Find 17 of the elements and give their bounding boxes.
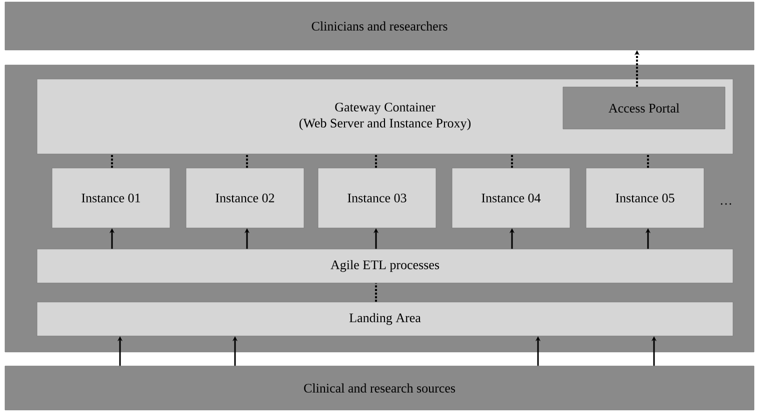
connector-line (511, 154, 513, 168)
connector-line (375, 154, 377, 168)
layer-band: Clinical and research sources (4, 366, 754, 410)
instance-box: Instance 01 (52, 168, 170, 228)
ellipsis-text: … (720, 203, 732, 205)
connector-line (375, 283, 377, 302)
connector-line (647, 154, 649, 168)
layer-band: Clinicians and researchers (4, 2, 754, 50)
connector-line (111, 154, 113, 168)
portal-box: Access Portal (562, 86, 726, 130)
instance-box: Instance 04 (452, 168, 570, 228)
instance-box: Instance 03 (318, 168, 436, 228)
instance-box: Instance 02 (186, 168, 304, 228)
connector-line (246, 154, 248, 168)
storage-band: Landing Area (36, 302, 734, 336)
process-band: Agile ETL processes (36, 248, 734, 284)
instance-box: Instance 05 (586, 168, 704, 228)
